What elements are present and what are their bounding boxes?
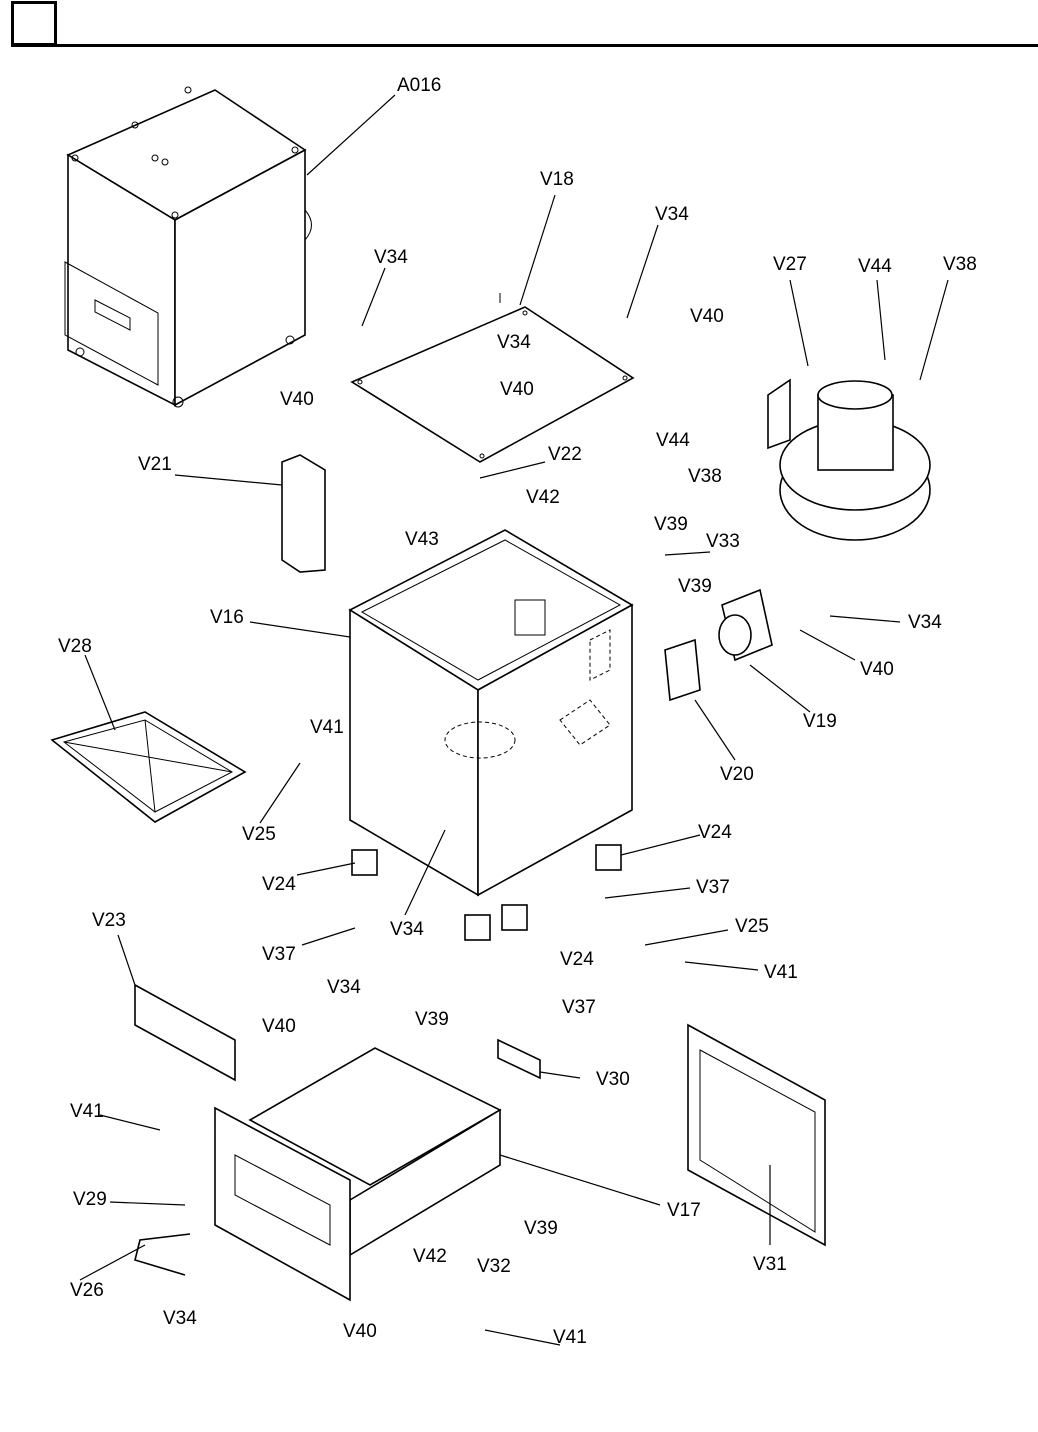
label-V24: V24: [698, 822, 732, 843]
label-V41: V41: [764, 962, 798, 983]
label-V39: V39: [654, 514, 688, 535]
label-V39: V39: [524, 1218, 558, 1239]
label-V24: V24: [560, 949, 594, 970]
label-V34: V34: [390, 919, 424, 940]
label-V42: V42: [526, 487, 560, 508]
label-V43: V43: [405, 529, 439, 550]
label-V40: V40: [343, 1321, 377, 1342]
casters-V24: [351, 844, 622, 941]
label-V40: V40: [262, 1016, 296, 1037]
label-V37: V37: [562, 997, 596, 1018]
label-V23: V23: [92, 910, 126, 931]
leader-lines: [79, 94, 949, 1346]
label-V16: V16: [210, 607, 244, 628]
panel-V23: [134, 983, 236, 1082]
bracket-V21: [281, 454, 326, 573]
label-V41: V41: [553, 1327, 587, 1348]
top-panel-V18: [350, 293, 635, 463]
part-labels: A016 V18 V34 V34 V34 V40 V40 V40 V27 V44…: [58, 75, 977, 1348]
label-V44: V44: [656, 430, 690, 451]
label-V21: V21: [138, 454, 172, 475]
label-V37: V37: [696, 877, 730, 898]
label-V34: V34: [497, 332, 531, 353]
flange-V19-opening: [718, 614, 752, 656]
label-V39: V39: [415, 1009, 449, 1030]
label-V34: V34: [655, 204, 689, 225]
label-V28: V28: [58, 636, 92, 657]
label-V26: V26: [70, 1280, 104, 1301]
gasket-V20: [664, 638, 701, 702]
label-V29: V29: [73, 1189, 107, 1210]
label-V19: V19: [803, 711, 837, 732]
label-V18: V18: [540, 169, 574, 190]
label-V25: V25: [242, 824, 276, 845]
label-V38: V38: [688, 466, 722, 487]
label-V30: V30: [596, 1069, 630, 1090]
label-V40: V40: [690, 306, 724, 327]
cabinet-body-V16: [348, 529, 634, 897]
filter-V28: [50, 711, 247, 823]
label-A016: A016: [397, 75, 441, 96]
handle-V26: [134, 1233, 191, 1276]
label-V38: V38: [943, 254, 977, 275]
label-V20: V20: [720, 764, 754, 785]
label-V33: V33: [706, 531, 740, 552]
label-V34: V34: [163, 1308, 197, 1329]
label-V40: V40: [500, 379, 534, 400]
label-V41: V41: [310, 717, 344, 738]
label-V37: V37: [262, 944, 296, 965]
door-frame-V31: [687, 1023, 826, 1247]
header-rule: [11, 44, 1038, 47]
label-V34: V34: [374, 247, 408, 268]
label-V17: V17: [667, 1200, 701, 1221]
label-V41: V41: [70, 1101, 104, 1122]
label-V31: V31: [753, 1254, 787, 1275]
label-V34: V34: [908, 612, 942, 633]
label-V40: V40: [860, 659, 894, 680]
drawer-V17: [214, 1047, 502, 1302]
label-V32: V32: [477, 1256, 511, 1277]
assembled-unit-illustration: [64, 86, 312, 408]
label-V27: V27: [773, 254, 807, 275]
label-V24: V24: [262, 874, 296, 895]
label-V25: V25: [735, 916, 769, 937]
plate-V30: [497, 1038, 541, 1080]
blower-motor-V27: [767, 378, 931, 541]
label-V34: V34: [327, 977, 361, 998]
label-V44: V44: [858, 256, 892, 277]
label-V22: V22: [548, 444, 582, 465]
label-V40: V40: [280, 389, 314, 410]
label-V42: V42: [413, 1246, 447, 1267]
label-V39: V39: [678, 576, 712, 597]
